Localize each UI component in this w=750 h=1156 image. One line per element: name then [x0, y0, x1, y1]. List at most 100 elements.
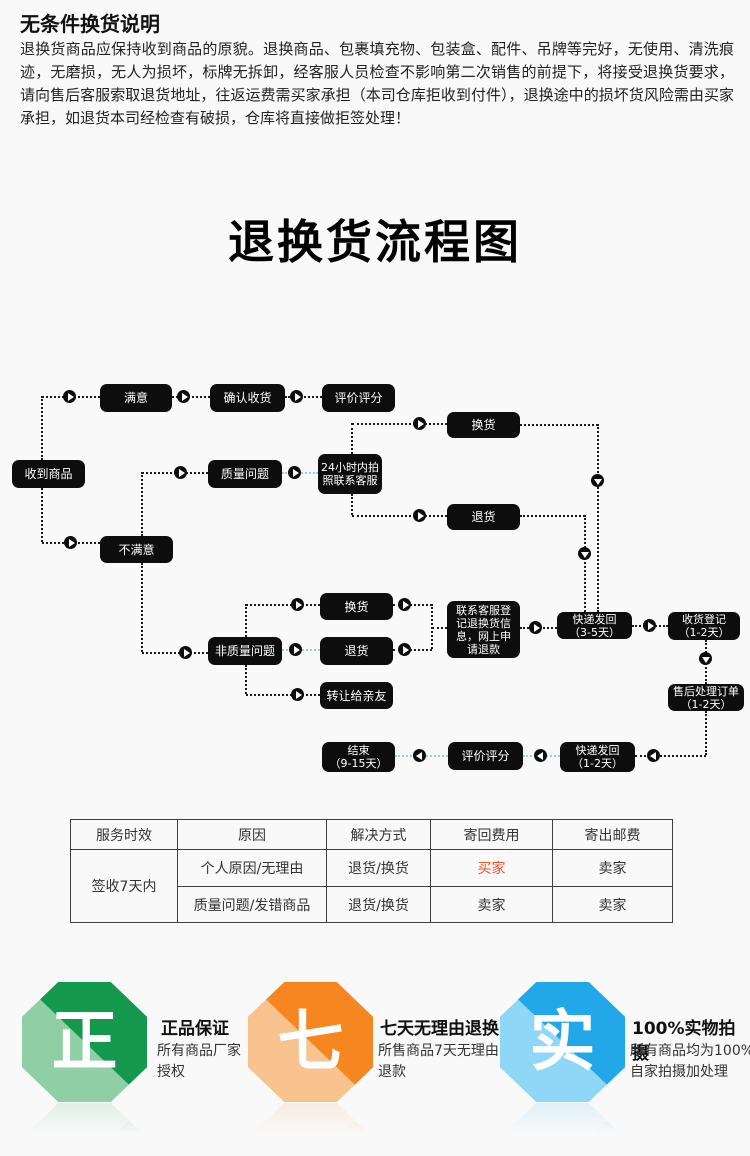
flow-line	[352, 423, 447, 425]
arrow-down-icon	[591, 474, 604, 487]
flow-line	[431, 604, 433, 649]
arrow-right-icon	[177, 390, 190, 403]
arrow-right-icon	[291, 598, 304, 611]
cell-method: 退货/换货	[326, 886, 431, 923]
flow-line	[352, 515, 447, 517]
badge-7day-reflection	[248, 1103, 373, 1139]
arrow-right-icon	[398, 643, 411, 656]
arrow-right-icon	[174, 466, 187, 479]
flow-node-finish: 结束 （9-15天）	[322, 742, 395, 772]
flow-line	[141, 563, 143, 652]
flow-node-quality-issue: 质量问题	[208, 460, 282, 488]
arrow-right-icon	[179, 646, 192, 659]
flow-line	[245, 665, 247, 694]
flow-line	[432, 627, 447, 629]
flow-line	[520, 424, 598, 426]
arrow-right-icon	[413, 509, 426, 522]
flow-line	[172, 396, 210, 398]
arrow-down-icon	[699, 652, 712, 665]
flow-diagram-title: 退换货流程图	[228, 215, 522, 269]
arrow-right-icon	[291, 688, 304, 701]
arrow-right-icon	[64, 536, 77, 549]
flow-node-receipt-register: 收货登记 （1-2天）	[668, 612, 740, 640]
flow-line	[246, 694, 320, 696]
flow-node-exchange-nonquality: 换货	[320, 593, 393, 620]
flow-node-rate-top: 评价评分	[322, 384, 395, 412]
flow-node-exchange-quality: 换货	[447, 412, 520, 438]
cell-return-fee: 买家	[430, 849, 553, 887]
badge-realphoto-title: 100%实物拍摄	[632, 1019, 736, 1064]
flow-line	[141, 472, 143, 536]
flow-node-rate-bottom: 评价评分	[448, 742, 523, 770]
table-header-return-fee: 寄回费用	[430, 819, 553, 850]
cell-method: 退货/换货	[326, 849, 431, 887]
arrow-right-icon	[289, 643, 302, 656]
flow-node-non-quality-issue: 非质量问题	[208, 637, 282, 665]
arrow-left-icon	[647, 749, 660, 762]
table-header-method: 解决方式	[326, 819, 431, 850]
flow-line	[351, 423, 353, 454]
badge-genuine-octagon: 正	[22, 982, 147, 1102]
flow-line	[142, 652, 208, 654]
badge-genuine-title: 正品保证	[161, 1019, 229, 1039]
flow-line	[285, 396, 322, 398]
flow-line	[635, 755, 706, 757]
arrow-right-icon	[398, 598, 411, 611]
table-row: 签收7天内 个人原因/无理由 退货/换货 买家 卖家	[70, 849, 673, 923]
cell-reason: 个人原因/无理由	[177, 849, 327, 887]
arrow-right-icon	[643, 619, 656, 632]
table-header-reason: 原因	[177, 819, 327, 850]
badge-realphoto-desc: 所有商品均为100% 自家拍摄加处理	[630, 1043, 750, 1080]
flow-line	[584, 515, 586, 612]
flow-line	[351, 494, 353, 515]
flow-node-aftersale-order: 售后处理订单 （1-2天）	[668, 684, 744, 711]
badge-7day-character: 七	[277, 1003, 344, 1080]
flow-line	[597, 424, 599, 612]
flow-node-unsatisfied: 不满意	[100, 536, 173, 563]
flow-node-ship-back-3-5: 快递发回 （3-5天）	[557, 612, 632, 639]
flow-node-return-quality: 退货	[447, 504, 520, 530]
badge-7day-octagon: 七	[248, 982, 373, 1102]
badge-genuine-desc: 所有商品厂家 授权	[157, 1043, 241, 1080]
flow-line	[705, 711, 707, 755]
cell-return-fee: 卖家	[430, 886, 553, 923]
arrow-right-icon	[288, 466, 301, 479]
arrow-right-icon	[529, 621, 542, 634]
flow-line	[520, 515, 585, 517]
flow-node-ship-back-1-2: 快递发回 （1-2天）	[560, 742, 635, 772]
badge-realphoto-character: 实	[529, 1003, 596, 1080]
table-header-ship-fee: 寄出邮费	[552, 819, 673, 850]
flow-node-received: 收到商品	[12, 460, 85, 488]
flow-node-satisfied: 满意	[100, 384, 172, 412]
cell-ship-fee: 卖家	[552, 886, 673, 923]
badge-genuine-character: 正	[51, 1003, 118, 1080]
section-title: 无条件换货说明	[20, 12, 160, 36]
cell-ship-fee: 卖家	[552, 849, 673, 887]
cell-timeframe: 签收7天内	[70, 849, 178, 923]
badge-7day-desc: 所售商品7天无理由 退款	[378, 1043, 499, 1080]
badge-realphoto-reflection	[500, 1103, 625, 1139]
table-row: 质量问题/发错商品 退货/换货 卖家 卖家	[71, 886, 673, 923]
badge-7day-title: 七天无理由退换	[380, 1019, 499, 1039]
flow-node-transfer-friend: 转让给亲友	[320, 682, 393, 709]
cell-reason: 质量问题/发错商品	[177, 886, 327, 923]
flow-line	[393, 604, 432, 606]
arrow-right-icon	[413, 417, 426, 430]
arrow-left-icon	[413, 749, 426, 762]
return-policy-table: 服务时效 原因 解决方式 寄回费用 寄出邮费 签收7天内 个人原因/无理由 退货…	[70, 819, 673, 923]
arrow-down-icon	[578, 547, 591, 560]
flow-node-confirm-receipt: 确认收货	[210, 384, 285, 412]
badge-realphoto-octagon: 实	[500, 982, 625, 1102]
policy-paragraph: 退换货商品应保持收到商品的原貌。退换商品、包裹填充物、包装盒、配件、吊牌等完好，…	[20, 40, 734, 127]
flow-node-return-nonquality: 退货	[320, 637, 393, 665]
flow-line	[393, 649, 432, 651]
flow-node-contact-cs: 联系客服登 记退换货信 息，网上申 请退款	[447, 601, 520, 658]
arrow-left-icon	[534, 749, 547, 762]
flow-line	[41, 488, 43, 542]
badge-genuine-reflection	[22, 1103, 147, 1139]
flow-node-contact-24h: 24小时内拍 照联系客服	[318, 454, 382, 494]
arrow-right-icon	[290, 390, 303, 403]
flow-line	[245, 604, 247, 637]
arrow-right-icon	[63, 390, 76, 403]
